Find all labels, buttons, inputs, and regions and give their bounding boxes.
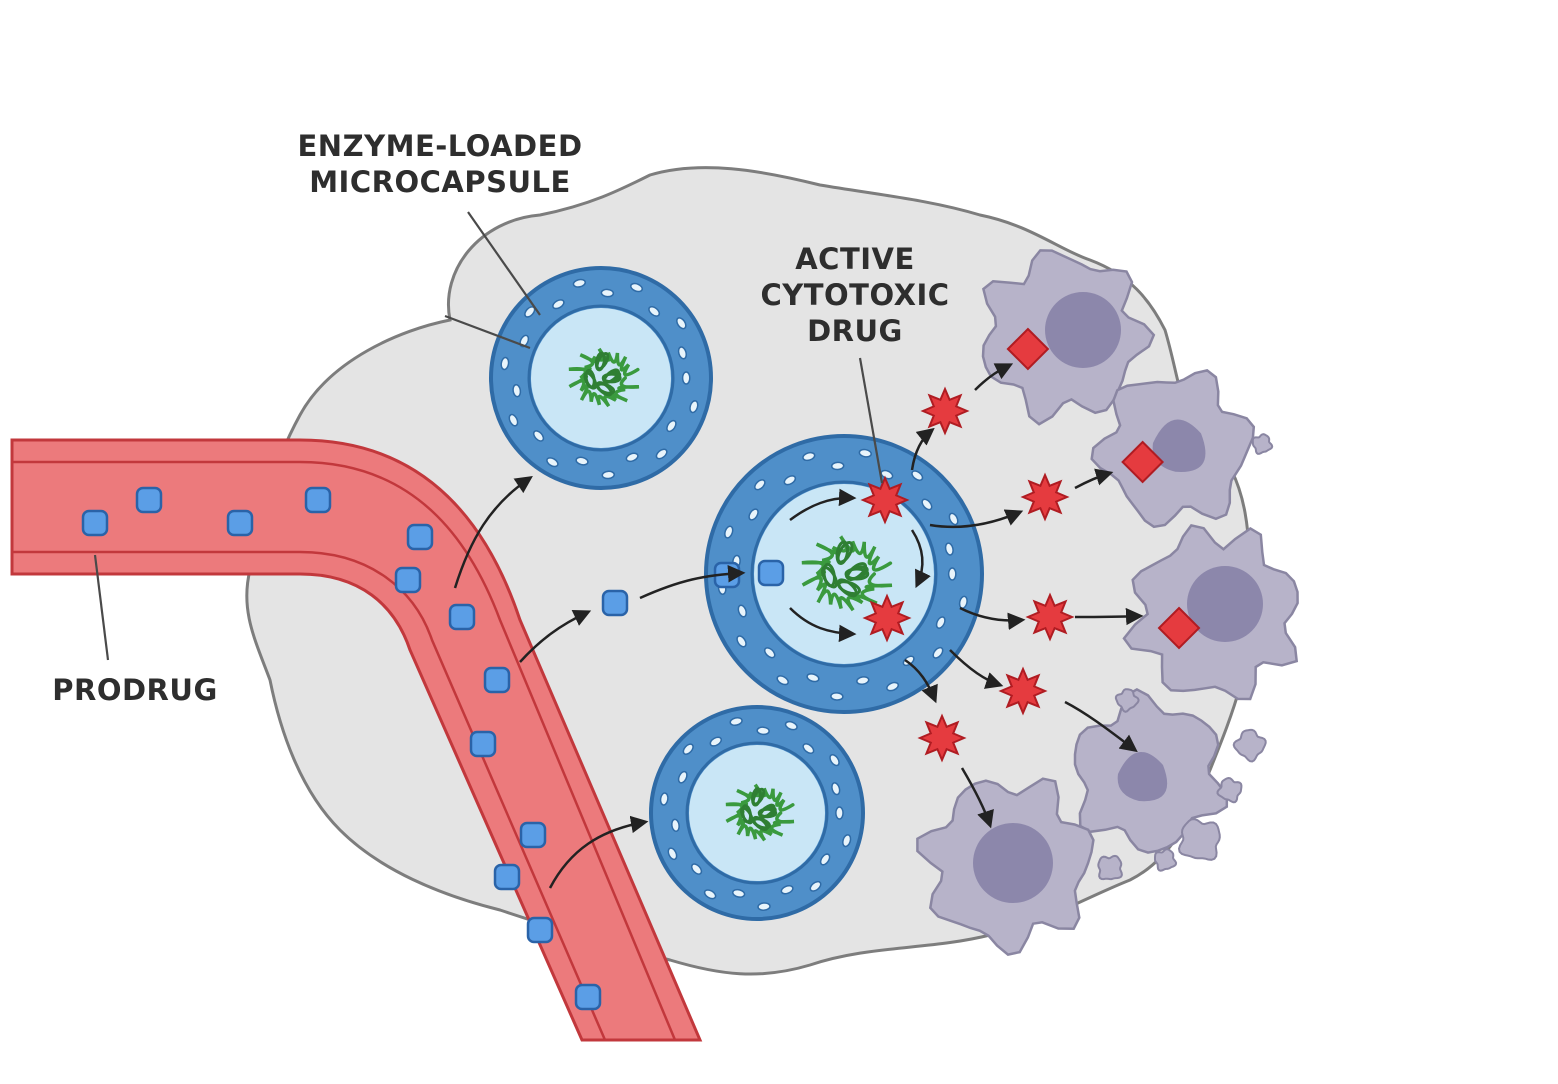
flow-arrow bbox=[910, 529, 931, 589]
microcapsule-top bbox=[489, 266, 713, 490]
flow-arrow bbox=[1064, 700, 1138, 753]
cytotoxic-drug-star-icon bbox=[917, 713, 967, 763]
prodrug-square-icon bbox=[493, 863, 521, 891]
enzyme-protein-icon bbox=[801, 535, 893, 612]
cell-debris bbox=[1154, 848, 1178, 872]
flow-arrow bbox=[639, 565, 746, 600]
flow-arrow bbox=[959, 606, 1026, 630]
label-enzyme-line2: MICROCAPSULE bbox=[309, 165, 571, 199]
cell-debris bbox=[1097, 854, 1123, 881]
tumor-cell-5 bbox=[916, 777, 1095, 956]
prodrug-square-icon bbox=[304, 486, 332, 514]
cytotoxic-drug-star-icon bbox=[998, 666, 1048, 716]
enzyme-protein-icon bbox=[725, 783, 795, 842]
cell-debris bbox=[1177, 818, 1221, 861]
cytotoxic-drug-star-icon bbox=[920, 386, 970, 436]
blood-vessel bbox=[10, 438, 703, 1042]
flow-arrow bbox=[904, 658, 938, 704]
flow-arrow bbox=[974, 363, 1014, 391]
prodrug-square-icon bbox=[574, 983, 602, 1011]
label-enzyme-loaded-microcapsule: ENZYME-LOADED MICROCAPSULE bbox=[290, 128, 590, 200]
flow-arrow bbox=[453, 476, 533, 589]
cytotoxic-drug-star-icon bbox=[862, 593, 912, 643]
cell-nucleus bbox=[1152, 419, 1206, 473]
leader-line-drug bbox=[858, 357, 884, 484]
tumor-cell-2 bbox=[1090, 369, 1256, 529]
cell-debris bbox=[1232, 728, 1267, 763]
cell-nucleus bbox=[973, 823, 1053, 903]
cell-nucleus bbox=[1045, 292, 1121, 368]
prodrug-square-icon bbox=[81, 509, 109, 537]
microcapsule-center bbox=[704, 434, 984, 714]
prodrug-square-icon bbox=[757, 559, 785, 587]
leader-line-capsule-2 bbox=[444, 314, 531, 350]
label-enzyme-line1: ENZYME-LOADED bbox=[297, 129, 583, 163]
flow-arrow bbox=[789, 607, 857, 643]
prodrug-square-icon bbox=[519, 821, 547, 849]
cytotoxic-drug-star-icon bbox=[1020, 472, 1070, 522]
prodrug-square-icon bbox=[483, 666, 511, 694]
flow-arrow bbox=[910, 427, 935, 471]
label-active-line1: ACTIVE bbox=[795, 242, 915, 276]
label-active-line3: DRUG bbox=[807, 314, 903, 348]
flow-arrow bbox=[789, 488, 857, 522]
cytotoxic-drug-in-cell-icon bbox=[1121, 440, 1165, 484]
prodrug-square-icon bbox=[448, 603, 476, 631]
prodrug-square-icon bbox=[469, 730, 497, 758]
flow-arrow bbox=[929, 509, 1024, 529]
cell-debris bbox=[1114, 688, 1140, 713]
flow-arrow bbox=[1074, 607, 1144, 626]
label-prodrug: PRODRUG bbox=[52, 673, 218, 707]
tumor-cell-1 bbox=[981, 249, 1156, 426]
flow-arrow bbox=[949, 649, 1004, 689]
cell-debris bbox=[1216, 776, 1243, 804]
cytotoxic-drug-in-cell-icon bbox=[1006, 327, 1050, 371]
prodrug-square-icon bbox=[226, 509, 254, 537]
flow-arrow bbox=[548, 815, 649, 889]
cell-debris bbox=[1251, 433, 1274, 455]
enzyme-protein-icon bbox=[568, 347, 640, 408]
label-active-line2: CYTOTOXIC bbox=[760, 278, 950, 312]
tumor-cell-3 bbox=[1122, 524, 1299, 701]
prodrug-square-icon bbox=[601, 589, 629, 617]
prodrug-square-icon bbox=[526, 916, 554, 944]
flow-arrow bbox=[1074, 468, 1114, 490]
prodrug-square-icon bbox=[135, 486, 163, 514]
cytotoxic-drug-star-icon bbox=[1025, 592, 1075, 642]
cell-nucleus bbox=[1117, 751, 1168, 802]
prodrug-square-icon bbox=[406, 523, 434, 551]
cell-nucleus bbox=[1187, 566, 1263, 642]
prodrug-square-icon bbox=[394, 566, 422, 594]
label-active-cytotoxic-drug: ACTIVE CYTOTOXIC DRUG bbox=[740, 241, 970, 349]
leader-line-capsule bbox=[467, 211, 541, 316]
cytotoxic-drug-star-icon bbox=[860, 475, 910, 525]
flow-arrow bbox=[519, 609, 592, 663]
cytotoxic-drug-in-cell-icon bbox=[1157, 606, 1201, 650]
flow-arrow bbox=[960, 767, 994, 829]
leader-line-prodrug bbox=[93, 554, 110, 661]
microcapsule-bottom bbox=[649, 705, 865, 921]
